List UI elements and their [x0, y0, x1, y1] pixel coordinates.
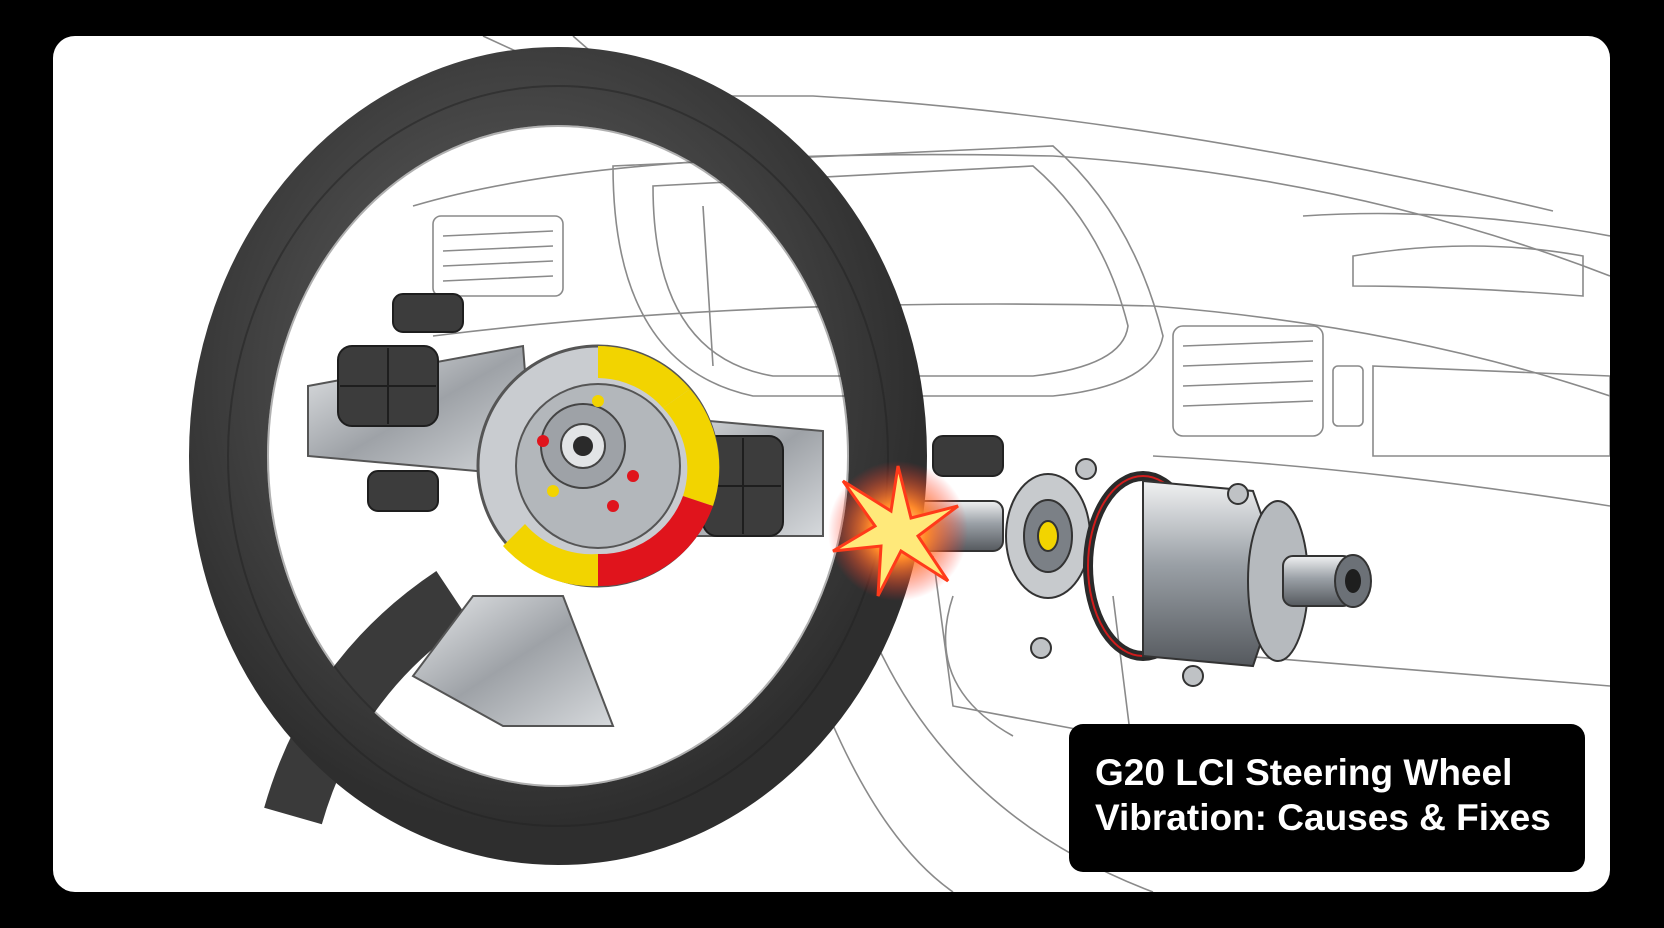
title-caption: G20 LCI Steering Wheel Vibration: Causes…	[1069, 724, 1585, 872]
steering-column-assembly	[912, 435, 1372, 687]
caption-line-2: Vibration: Causes & Fixes	[1095, 797, 1551, 838]
impact-burst-icon	[828, 461, 968, 601]
steering-illustration	[189, 36, 1610, 892]
caption-line-1: G20 LCI Steering Wheel	[1095, 752, 1513, 793]
steering-wheel-icon	[189, 47, 927, 865]
dashboard-sketch	[412, 36, 1610, 892]
image-card	[53, 36, 1610, 892]
